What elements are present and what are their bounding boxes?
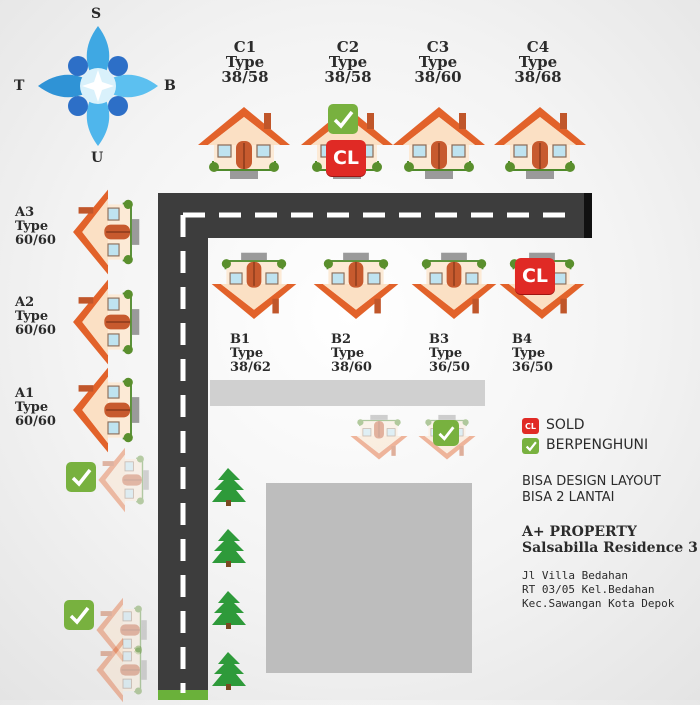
compass-south-label: S bbox=[91, 6, 102, 22]
plot-strip bbox=[210, 380, 485, 406]
unit-size: 38/68 bbox=[514, 68, 562, 86]
unit-label-c3: C3 Type 38/60 bbox=[408, 40, 468, 85]
legend-sold-label: SOLD bbox=[546, 417, 585, 433]
house-c3[interactable] bbox=[389, 100, 489, 190]
unit-label-a3: A3 Type 60/60 bbox=[15, 206, 70, 248]
unit-type: Type bbox=[328, 53, 368, 71]
unit-code: C3 bbox=[426, 38, 450, 56]
unit-type: Type bbox=[518, 53, 558, 71]
road-markings bbox=[180, 212, 568, 693]
road-entrance bbox=[158, 690, 208, 700]
note-line-2: BISA 2 LANTAI bbox=[522, 490, 615, 505]
house-c4[interactable] bbox=[490, 100, 590, 190]
unit-size: 60/60 bbox=[15, 323, 56, 338]
unit-code: C4 bbox=[526, 38, 550, 56]
house-a1[interactable] bbox=[62, 364, 154, 456]
unit-type: Type bbox=[418, 53, 458, 71]
unit-size: 38/58 bbox=[324, 68, 372, 86]
unit-size: 38/62 bbox=[230, 360, 271, 375]
unit-label-c4: C4 Type 38/68 bbox=[508, 40, 568, 85]
unit-size: 60/60 bbox=[15, 414, 56, 429]
unit-type: Type bbox=[15, 309, 49, 324]
plot-square bbox=[266, 483, 472, 673]
unit-size: 36/50 bbox=[512, 360, 553, 375]
unit-type: Type bbox=[15, 400, 49, 415]
tree-icon bbox=[212, 527, 252, 567]
unit-type: Type bbox=[230, 346, 264, 361]
unit-label-b3: B3 Type 36/50 bbox=[429, 333, 489, 375]
address-line-1: Jl Villa Bedahan bbox=[522, 569, 628, 582]
note-line-1: BISA DESIGN LAYOUT bbox=[522, 474, 661, 489]
compass bbox=[38, 26, 158, 146]
house-c1[interactable] bbox=[194, 100, 294, 190]
occupied-check-icon bbox=[433, 420, 459, 446]
occupied-check-icon bbox=[64, 600, 94, 630]
house-faded-left-1 bbox=[90, 445, 160, 515]
unit-label-b1: B1 Type 38/62 bbox=[230, 333, 290, 375]
unit-type: Type bbox=[225, 53, 265, 71]
unit-code: B3 bbox=[429, 332, 450, 347]
unit-type: Type bbox=[429, 346, 463, 361]
tree-icon bbox=[212, 589, 252, 629]
house-faded-plot-1 bbox=[348, 405, 410, 467]
brand-company: A+ PROPERTY bbox=[522, 524, 637, 540]
compass-east-label: T bbox=[14, 78, 25, 94]
compass-west-label: B bbox=[164, 78, 176, 94]
unit-type: Type bbox=[15, 219, 49, 234]
unit-code: B2 bbox=[331, 332, 352, 347]
tree-icon bbox=[212, 466, 252, 506]
compass-rose-icon bbox=[38, 26, 158, 146]
tree-icon bbox=[212, 650, 252, 690]
unit-label-c2: C2 Type 38/58 bbox=[318, 40, 378, 85]
legend-sold-badge: CL bbox=[522, 418, 539, 434]
house-faded-left-3 bbox=[88, 635, 158, 705]
sold-badge: CL bbox=[515, 258, 555, 294]
sold-badge: CL bbox=[326, 140, 366, 176]
unit-label-b2: B2 Type 38/60 bbox=[331, 333, 391, 375]
occupied-check-icon bbox=[328, 104, 358, 134]
legend-occupied-label: BERPENGHUNI bbox=[546, 437, 649, 453]
compass-north-label: U bbox=[91, 150, 104, 166]
unit-code: C2 bbox=[336, 38, 360, 56]
unit-code: B1 bbox=[230, 332, 251, 347]
unit-label-c1: C1 Type 38/58 bbox=[215, 40, 275, 85]
unit-size: 38/58 bbox=[221, 68, 269, 86]
unit-type: Type bbox=[512, 346, 546, 361]
unit-code: A3 bbox=[15, 205, 35, 220]
house-a3[interactable] bbox=[62, 186, 154, 278]
unit-type: Type bbox=[331, 346, 365, 361]
legend-occupied-check-icon bbox=[522, 438, 539, 454]
unit-code: A2 bbox=[15, 295, 35, 310]
house-a2[interactable] bbox=[62, 276, 154, 368]
house-b1[interactable] bbox=[208, 240, 300, 328]
unit-code: A1 bbox=[15, 386, 35, 401]
road-end-cap bbox=[584, 193, 592, 238]
house-b2[interactable] bbox=[310, 240, 402, 328]
unit-size: 38/60 bbox=[414, 68, 462, 86]
unit-label-a2: A2 Type 60/60 bbox=[15, 296, 70, 338]
unit-size: 38/60 bbox=[331, 360, 372, 375]
address-line-3: Kec.Sawangan Kota Depok bbox=[522, 597, 675, 610]
occupied-check-icon bbox=[66, 462, 96, 492]
unit-code: B4 bbox=[512, 332, 533, 347]
unit-label-b4: B4 Type 36/50 bbox=[512, 333, 572, 375]
brand-project: Salsabilla Residence 3 bbox=[522, 540, 698, 556]
unit-size: 36/50 bbox=[429, 360, 470, 375]
address-line-2: RT 03/05 Kel.Bedahan bbox=[522, 583, 655, 596]
house-b3[interactable] bbox=[408, 240, 500, 328]
unit-size: 60/60 bbox=[15, 233, 56, 248]
unit-code: C1 bbox=[233, 38, 257, 56]
unit-label-a1: A1 Type 60/60 bbox=[15, 387, 70, 429]
